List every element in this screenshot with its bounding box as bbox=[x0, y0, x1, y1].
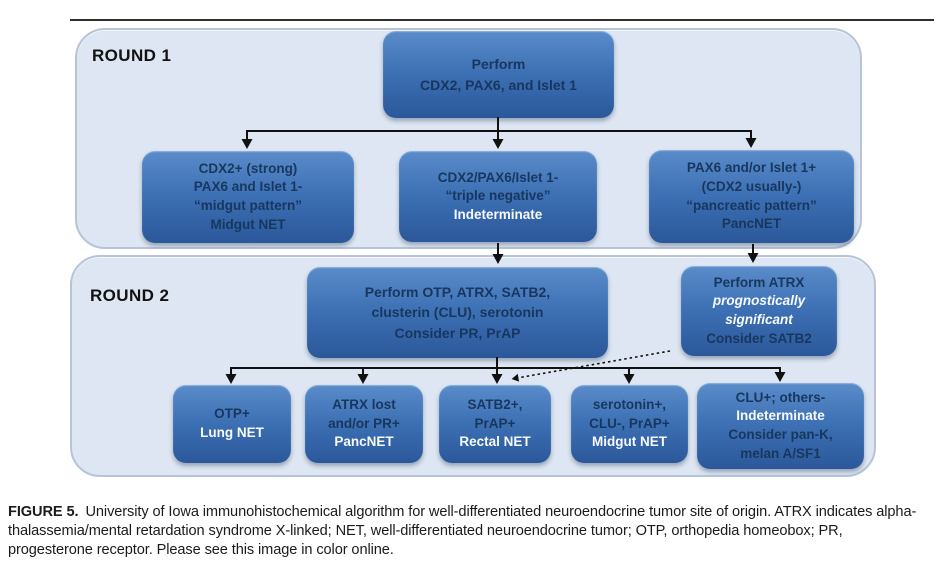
node-line: SATB2+, bbox=[467, 397, 523, 413]
node-line: Indeterminate bbox=[453, 206, 543, 222]
node-indeterminate-round2: CLU+; others- Indeterminate Consider pan… bbox=[697, 383, 864, 469]
node-line: “triple negative” bbox=[445, 188, 551, 204]
node-line: Rectal NET bbox=[459, 434, 531, 450]
round2-label: ROUND 2 bbox=[90, 286, 170, 305]
node-line: PancNET bbox=[721, 216, 782, 232]
node-line: melan A/SF1 bbox=[740, 445, 821, 461]
node-line: “midgut pattern” bbox=[194, 198, 302, 213]
node-line: Midgut NET bbox=[592, 434, 667, 450]
node-line: CDX2+ (strong) bbox=[198, 160, 298, 176]
node-line: CLU+; others- bbox=[735, 389, 826, 405]
node-line: Perform OTP, ATRX, SATB2, bbox=[364, 284, 551, 301]
node-line: Consider PR, PrAP bbox=[394, 324, 521, 341]
node-line: (CDX2 usually-) bbox=[701, 178, 802, 194]
node-line: Lung NET bbox=[200, 425, 264, 440]
node-line: CDX2/PAX6/Islet 1- bbox=[437, 169, 559, 185]
node-line: OTP+ bbox=[214, 406, 250, 422]
node-midgut-net: serotonin+, CLU-, PrAP+ Midgut NET bbox=[571, 385, 688, 463]
node-line: CLU-, PrAP+ bbox=[589, 415, 670, 431]
node-rectal-net: SATB2+, PrAP+ Rectal NET bbox=[439, 385, 551, 463]
node-line: significant bbox=[725, 312, 793, 327]
node-line: Indeterminate bbox=[736, 408, 825, 424]
node-line: ATRX lost bbox=[332, 397, 396, 413]
node-line: and/or PR+ bbox=[328, 415, 400, 431]
node-line: PancNET bbox=[334, 434, 394, 450]
node-perform-round2: Perform OTP, ATRX, SATB2, clusterin (CLU… bbox=[307, 267, 608, 358]
node-line: PAX6 and/or Islet 1+ bbox=[686, 160, 817, 176]
node-line: PrAP+ bbox=[474, 415, 516, 431]
figure-caption: FIGURE 5.University of Iowa immunohistoc… bbox=[8, 503, 930, 560]
top-rule bbox=[70, 19, 934, 21]
node-line: CDX2, PAX6, and Islet 1 bbox=[420, 76, 577, 93]
node-perform-round1: Perform CDX2, PAX6, and Islet 1 bbox=[383, 31, 614, 118]
node-triple-negative: CDX2/PAX6/Islet 1- “triple negative” Ind… bbox=[399, 151, 597, 242]
node-perform-atrx: Perform ATRX prognostically significant … bbox=[681, 266, 837, 356]
node-line: Consider SATB2 bbox=[706, 330, 812, 346]
node-lung-net: OTP+ Lung NET bbox=[173, 385, 291, 463]
node-line: Midgut NET bbox=[210, 216, 286, 232]
node-pancreatic-pattern: PAX6 and/or Islet 1+ (CDX2 usually-) “pa… bbox=[649, 150, 854, 243]
node-line: PAX6 and Islet 1- bbox=[193, 179, 303, 195]
node-line: clusterin (CLU), serotonin bbox=[371, 304, 544, 321]
caption-text: University of Iowa immunohistochemical a… bbox=[8, 503, 917, 558]
caption-label: FIGURE 5. bbox=[8, 503, 79, 520]
round1-label: ROUND 1 bbox=[92, 46, 172, 65]
node-line: Perform bbox=[471, 56, 526, 73]
node-pancnet: ATRX lost and/or PR+ PancNET bbox=[305, 385, 423, 463]
node-line: serotonin+, bbox=[592, 397, 667, 413]
node-line: “pancreatic pattern” bbox=[686, 197, 817, 213]
node-line: Perform ATRX bbox=[713, 274, 805, 290]
node-line: prognostically bbox=[712, 293, 806, 309]
node-midgut-pattern: CDX2+ (strong) PAX6 and Islet 1- “midgut… bbox=[142, 151, 354, 243]
node-line: Consider pan-K, bbox=[728, 427, 833, 442]
